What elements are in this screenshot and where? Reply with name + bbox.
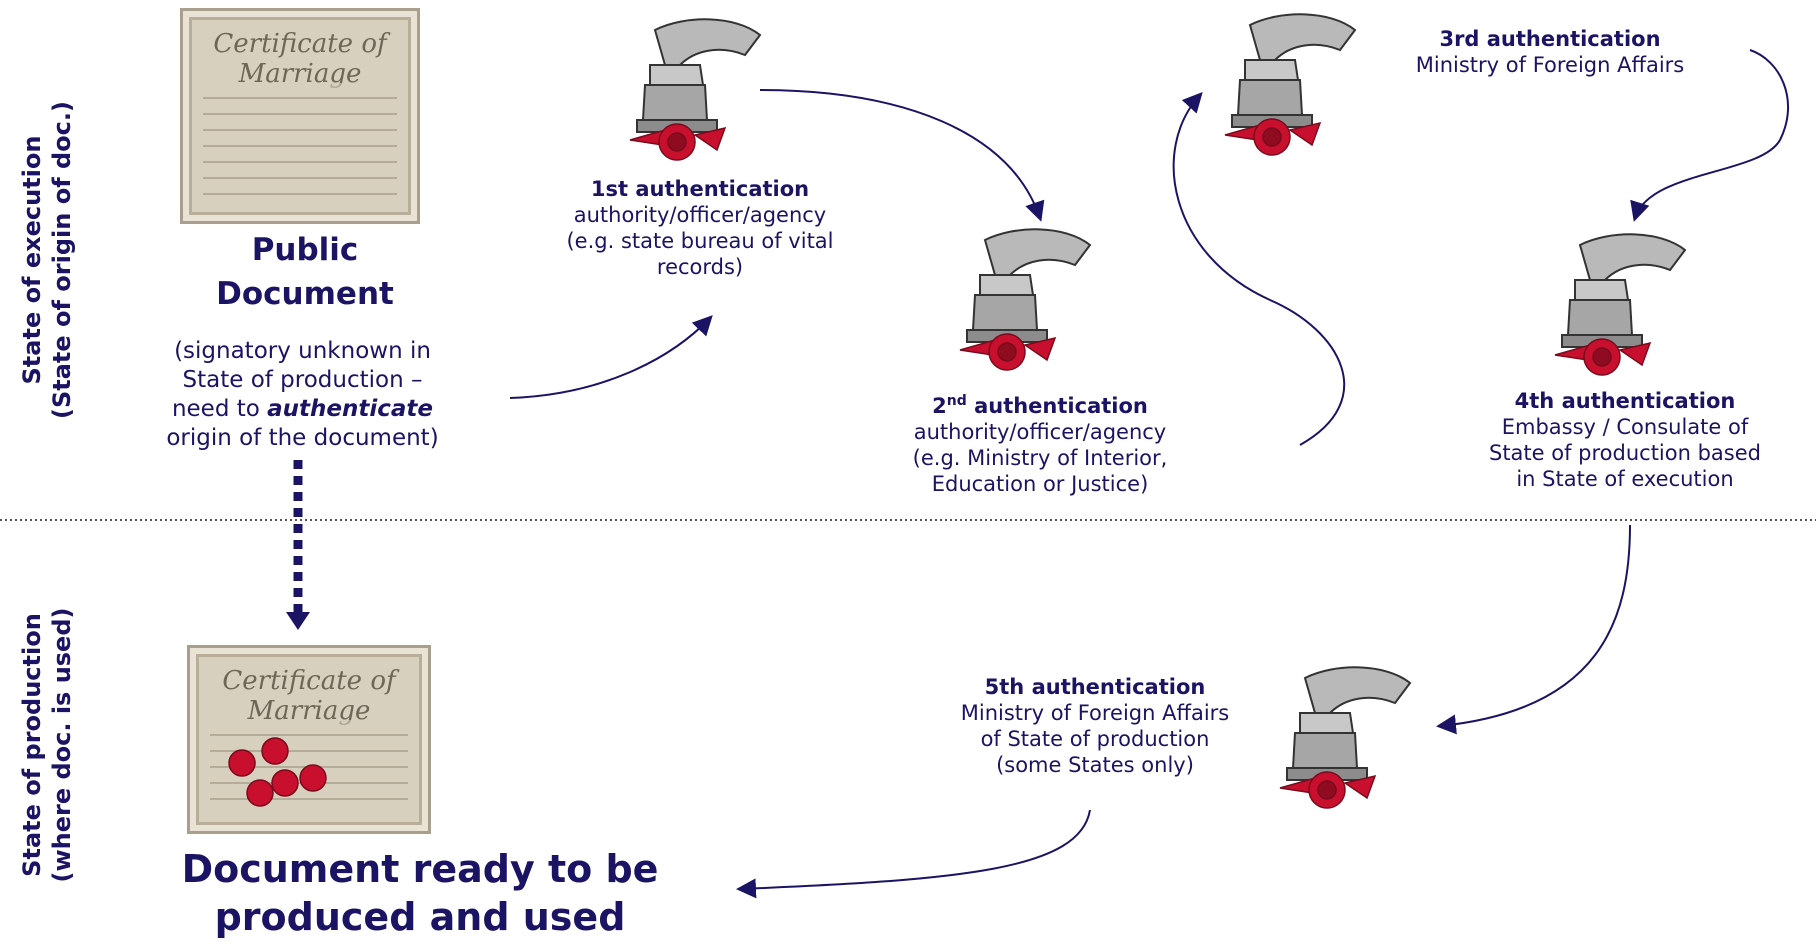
arrow-doc-to-1st xyxy=(509,315,713,399)
step-4th-line1: Embassy / Consulate of xyxy=(1501,415,1749,439)
embosser-stamp-icon-3 xyxy=(1224,13,1357,156)
step-4th-line3: in State of execution xyxy=(1516,467,1734,491)
public-document-title: Public Document xyxy=(160,228,450,316)
wax-seal-icon-2 xyxy=(959,333,1057,371)
step-5th-line1: Ministry of Foreign Affairs xyxy=(960,701,1230,725)
wax-seal-icon-4 xyxy=(1554,338,1652,376)
step-2nd-title-rest: authentication xyxy=(966,394,1148,418)
step-3rd-line1: Ministry of Foreign Affairs xyxy=(1415,53,1685,77)
wax-seals-icon xyxy=(228,737,327,807)
step-2nd-title: 2nd authentication xyxy=(870,388,1210,419)
side-label-production-line1: State of production xyxy=(18,613,46,877)
arrow-3rd-to-4th xyxy=(1630,49,1789,222)
public-document-desc-line3-a: need to xyxy=(171,396,268,422)
step-2nd-line3: Education or Justice) xyxy=(931,472,1149,496)
certificate-title: Certificate of Marriage xyxy=(213,29,387,89)
public-document-desc-line3-em: authenticate xyxy=(267,396,434,422)
public-document-desc-line2: State of production – xyxy=(182,367,423,393)
step-5th-authentication: 5th authentication Ministry of Foreign A… xyxy=(910,674,1280,778)
final-document-caption: Document ready to be produced and used xyxy=(120,845,720,941)
final-document-line2: produced and used xyxy=(214,895,626,939)
certificate-text-lines xyxy=(203,83,397,197)
wax-seal-icon-1 xyxy=(629,123,727,161)
step-4th-line2: State of production based xyxy=(1488,441,1761,465)
step-1st-line1: authority/officer/agency xyxy=(573,203,827,227)
step-4th-title: 4th authentication xyxy=(1514,389,1736,413)
embosser-stamp-icon-5 xyxy=(1279,666,1412,809)
step-2nd-line2: (e.g. Ministry of Interior, xyxy=(912,446,1168,470)
sealed-certificate-title: Certificate of Marriage xyxy=(222,666,396,726)
side-label-production: State of production (where doc. is used) xyxy=(17,565,77,925)
step-4th-authentication: 4th authentication Embassy / Consulate o… xyxy=(1440,388,1810,492)
step-3rd-authentication: 3rd authentication Ministry of Foreign A… xyxy=(1360,26,1740,78)
step-2nd-title-sup: nd xyxy=(946,393,967,409)
public-document-desc-line1: (signatory unknown in xyxy=(174,338,431,364)
step-5th-title: 5th authentication xyxy=(984,675,1206,699)
step-2nd-title-num: 2 xyxy=(932,394,947,418)
wax-seal-icon-5 xyxy=(1279,771,1377,809)
arrow-4th-to-5th xyxy=(1436,524,1631,735)
side-label-execution-line2: (State of origin of doc.) xyxy=(48,101,76,419)
step-3rd-title: 3rd authentication xyxy=(1439,27,1661,51)
public-document-desc-line3: need to authenticate xyxy=(130,395,475,424)
step-1st-line3: records) xyxy=(656,255,744,279)
step-2nd-line1: authority/officer/agency xyxy=(913,420,1167,444)
step-5th-line2: of State of production xyxy=(980,727,1210,751)
public-document-description: (signatory unknown in State of productio… xyxy=(130,337,475,453)
embosser-stamp-icon-4 xyxy=(1554,233,1687,376)
embosser-stamp-icon-2 xyxy=(959,228,1092,371)
public-document-desc-line4: origin of the document) xyxy=(166,425,439,451)
arrow-1st-to-2nd xyxy=(759,89,1045,222)
final-document-line1: Document ready to be xyxy=(181,847,659,891)
side-label-production-line2: (where doc. is used) xyxy=(48,607,76,883)
arrow-5th-to-final xyxy=(736,809,1091,899)
side-label-execution-line1: State of execution xyxy=(18,135,46,385)
certificate-icon: Certificate of Marriage xyxy=(180,8,420,224)
side-label-execution: State of execution (State of origin of d… xyxy=(17,30,77,490)
step-5th-line3: (some States only) xyxy=(996,753,1194,777)
arrow-2nd-to-3rd xyxy=(1172,92,1346,446)
sealed-certificate-icon: Certificate of Marriage xyxy=(187,645,431,834)
wax-seal-icon-3 xyxy=(1224,118,1322,156)
step-2nd-authentication: 2nd authentication authority/officer/age… xyxy=(870,388,1210,497)
step-1st-line2: (e.g. state bureau of vital xyxy=(566,229,834,253)
embosser-stamp-icon-1 xyxy=(629,18,762,161)
public-document-title-line1: Public xyxy=(251,232,359,268)
public-document-title-line2: Document xyxy=(216,276,394,312)
step-1st-authentication: 1st authentication authority/officer/age… xyxy=(520,176,880,280)
step-1st-title: 1st authentication xyxy=(590,177,810,201)
